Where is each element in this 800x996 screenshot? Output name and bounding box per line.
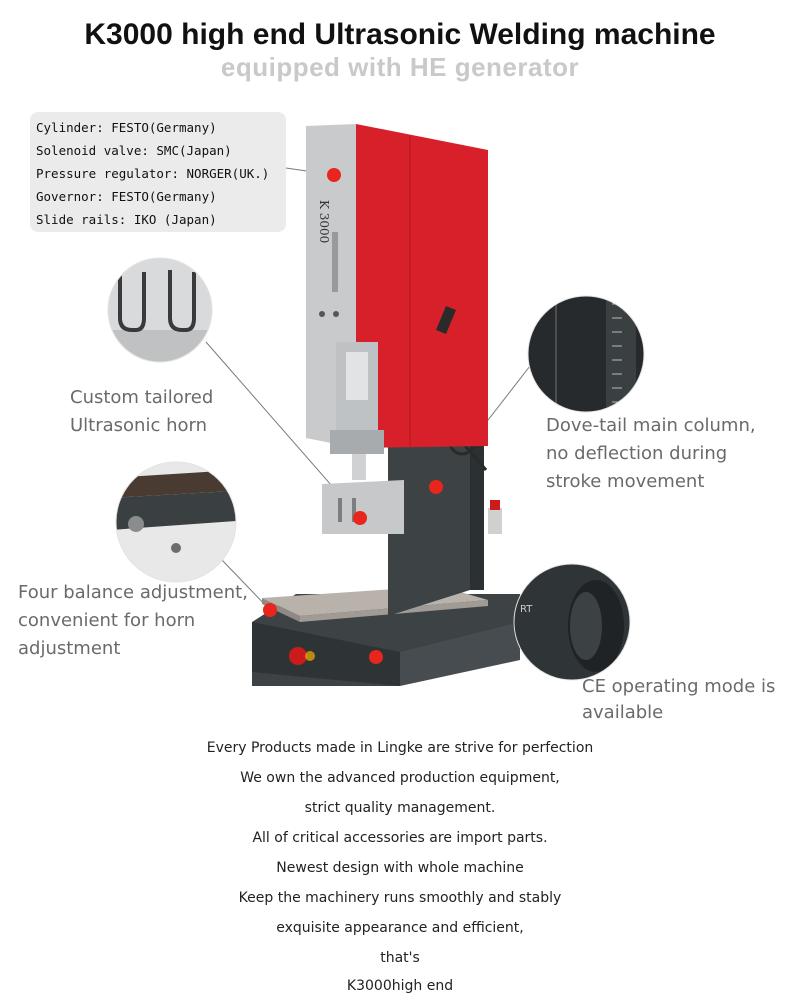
spec-line: Solenoid valve: SMC(Japan) [36,143,232,158]
description-line: that's [380,950,420,966]
callout-line: Custom tailored [70,387,214,408]
callout-line: Dove-tail main column, [546,415,756,436]
spec-box: Cylinder: FESTO(Germany) Solenoid valve:… [30,112,286,232]
callout-horn: Custom tailored Ultrasonic horn [70,384,213,440]
detail-ce-circle: RT [514,564,630,680]
description-line: Every Products made in Lingke are strive… [206,740,594,756]
marker-dots [263,168,443,664]
callout-line: stroke movement [546,471,705,492]
svg-text:RT: RT [520,604,533,615]
callout-balance: Four balance adjustment, convenient for … [18,579,248,663]
description-line: K3000high end [346,978,454,994]
machine-head: K 3000 [306,124,488,448]
detail-balance-circle [116,462,236,582]
spec-line: Slide rails: IKO (Japan) [36,212,217,227]
callout-line: convenient for horn [18,610,196,631]
detail-column-circle [528,296,644,412]
callout-column: Dove-tail main column, no deflection dur… [546,412,756,496]
description-line: All of critical accessories are import p… [252,830,548,846]
page-subtitle: equipped with HE generator [220,52,580,82]
machine-horn [322,342,404,534]
description-line: strict quality management. [304,800,496,816]
description-line: exquisite appearance and efficient, [276,920,524,936]
spec-line: Cylinder: FESTO(Germany) [36,120,217,135]
description-line: We own the advanced production equipment… [240,770,560,786]
page-title: K3000 high end Ultrasonic Welding machin… [84,18,716,51]
detail-horn-circle [108,258,212,362]
callout-line: available [582,702,664,723]
spec-line: Pressure regulator: NORGER(UK.) [36,166,270,181]
spec-line: Governor: FESTO(Germany) [36,189,217,204]
callout-line: adjustment [18,638,121,659]
callout-line: no deflection during [546,443,728,464]
model-label: K 3000 [317,200,331,243]
machine-base [252,543,520,686]
description-line: Newest design with whole machine [276,860,524,876]
callout-ce: CE operating mode is available [582,674,775,726]
callout-line: Ultrasonic horn [70,415,207,436]
callout-line: CE operating mode is [582,676,776,697]
description-line: Keep the machinery runs smoothly and sta… [238,890,562,906]
machine-illustration: K 3000 [107,124,645,686]
callout-line: Four balance adjustment, [18,582,248,603]
